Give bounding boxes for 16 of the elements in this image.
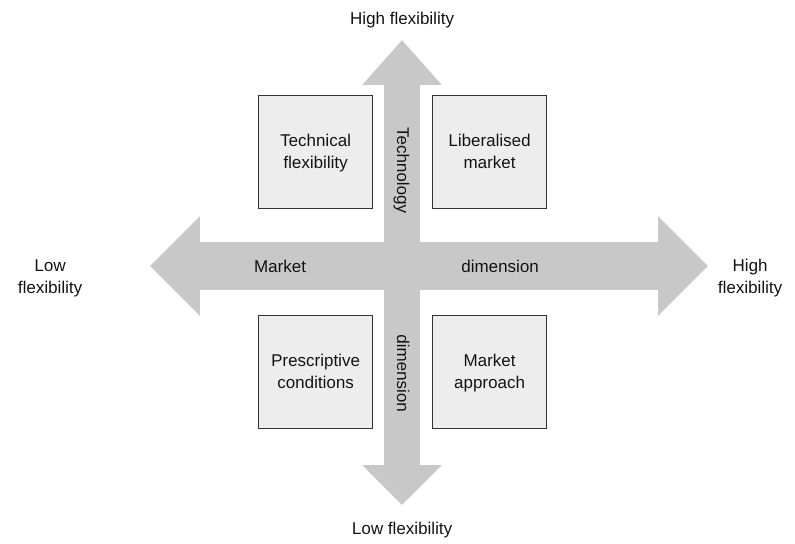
axis-label: Market: [253, 256, 307, 278]
quadrant-label: Prescriptive conditions: [270, 350, 361, 394]
quadrant-label: Technical flexibility: [279, 130, 352, 174]
axis-label: Technology: [392, 127, 412, 213]
quadrant-label: Market approach: [453, 350, 526, 394]
axis-label: dimension: [460, 256, 540, 278]
quadrant-box: [258, 315, 373, 429]
axis-label: High flexibility: [349, 8, 455, 30]
axis-label: dimension: [392, 334, 412, 412]
quadrant-box: [432, 95, 547, 209]
axis-label: Low flexibility: [350, 518, 454, 540]
quadrant-box: [258, 95, 373, 209]
axis-label: Low flexibility: [16, 255, 84, 299]
quadrant-box: [432, 315, 547, 429]
axis-label: High flexibility: [716, 255, 784, 299]
quadrant-label: Liberalised market: [447, 130, 532, 174]
